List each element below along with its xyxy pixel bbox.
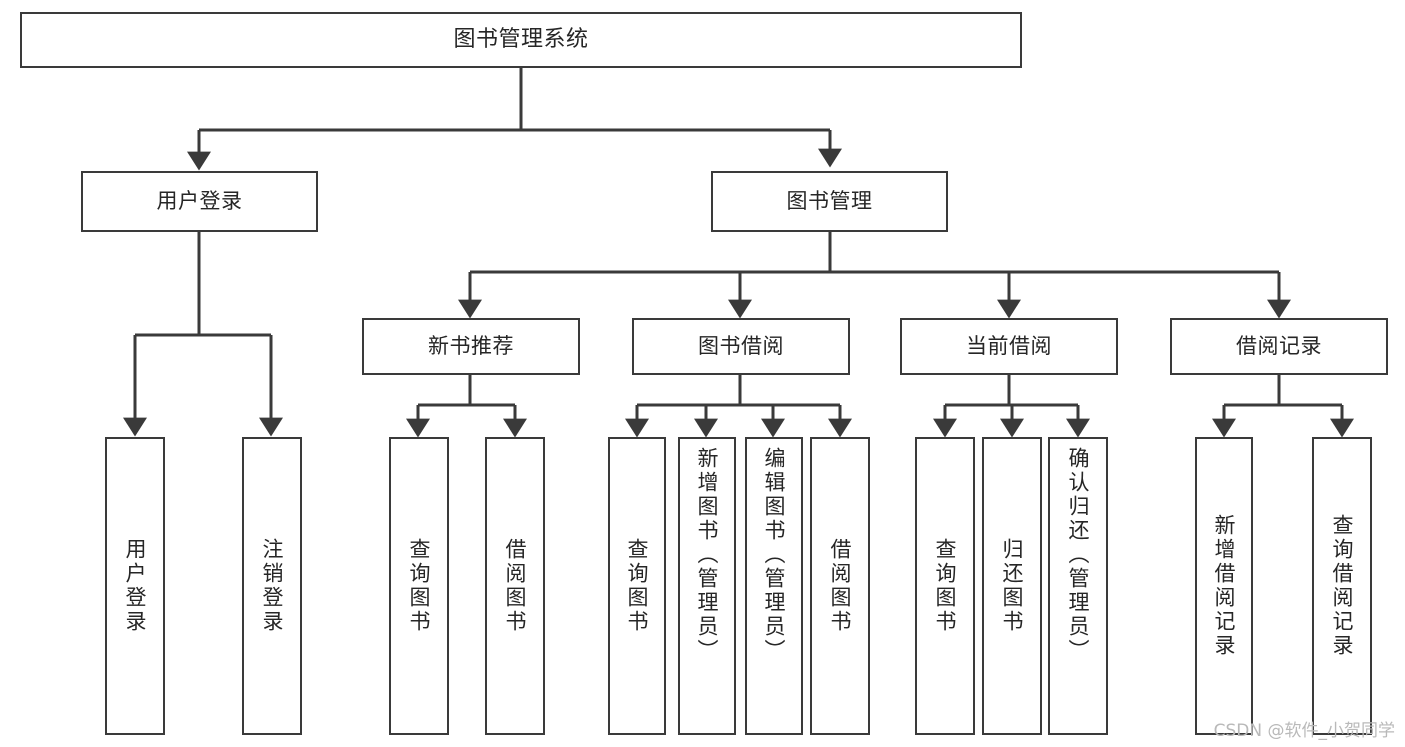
node-root-book-management-system[interactable]: 图书管理系统 [20,12,1022,68]
node-leaf-query-book-newbook[interactable]: 查询图书 [389,437,449,735]
node-book-borrowing[interactable]: 图书借阅 [632,318,850,375]
node-label: 图书管理 [786,189,873,214]
node-label: 借阅图书 [828,538,853,634]
node-label: 新增借阅记录 [1212,514,1237,658]
node-user-login[interactable]: 用户登录 [81,171,318,232]
node-label: 用户登录 [123,538,148,634]
node-label: 查询图书 [407,538,432,634]
node-leaf-borrow-book-newbook[interactable]: 借阅图书 [485,437,545,735]
node-leaf-logout[interactable]: 注销登录 [242,437,302,735]
node-leaf-user-login[interactable]: 用户登录 [105,437,165,735]
node-leaf-edit-book-admin[interactable]: 编辑图书（管理员） [745,437,803,735]
node-leaf-return-book[interactable]: 归还图书 [982,437,1042,735]
node-label: 编辑图书（管理员） [762,447,787,663]
node-leaf-confirm-return-admin[interactable]: 确认归还（管理员） [1048,437,1108,735]
node-leaf-query-book-current[interactable]: 查询图书 [915,437,975,735]
node-leaf-add-borrow-record[interactable]: 新增借阅记录 [1195,437,1253,735]
node-label: 注销登录 [260,538,285,634]
node-label: 查询图书 [625,538,650,634]
node-current-borrowing[interactable]: 当前借阅 [900,318,1118,375]
node-label: 归还图书 [1000,538,1025,634]
node-label: 新增图书（管理员） [695,447,720,663]
node-label: 当前借阅 [966,334,1052,359]
node-label: 查询图书 [933,538,958,634]
node-leaf-query-book-borrow[interactable]: 查询图书 [608,437,666,735]
node-leaf-borrow-book[interactable]: 借阅图书 [810,437,870,735]
node-label: 借阅图书 [503,538,528,634]
node-label: 图书管理系统 [453,27,589,53]
node-label: 确认归还（管理员） [1066,447,1091,663]
node-label: 查询借阅记录 [1330,514,1355,658]
node-label: 借阅记录 [1236,334,1322,359]
node-new-book-recommendation[interactable]: 新书推荐 [362,318,580,375]
csdn-watermark: CSDN @软件_小贺同学 [1213,721,1395,741]
node-label: 用户登录 [156,189,243,214]
node-borrowing-record[interactable]: 借阅记录 [1170,318,1388,375]
node-label: 新书推荐 [428,334,514,359]
node-leaf-add-book-admin[interactable]: 新增图书（管理员） [678,437,736,735]
node-label: 图书借阅 [698,334,784,359]
node-book-management[interactable]: 图书管理 [711,171,948,232]
node-leaf-query-borrow-record[interactable]: 查询借阅记录 [1312,437,1372,735]
